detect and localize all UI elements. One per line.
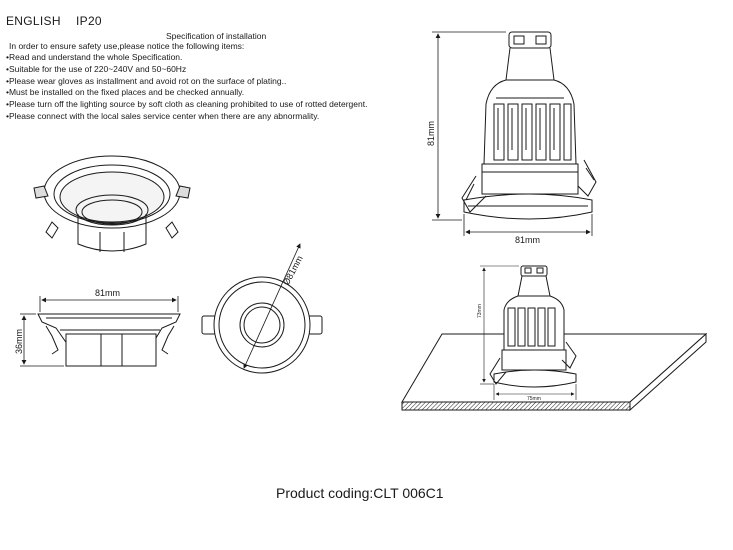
product-coding: Product coding:CLT 006C1 [276, 485, 444, 501]
side-width-dimension [463, 214, 593, 236]
side-view-with-lamp [461, 31, 597, 220]
install-height-label: 73mm [477, 304, 483, 318]
rule-item: •Please turn off the lighting source by … [6, 99, 368, 110]
perspective-ring-view [33, 155, 191, 252]
install-width-label: 75mm [527, 396, 541, 402]
rule-item: •Please wear gloves as installment and a… [6, 75, 287, 86]
side-height-dimension [432, 31, 506, 221]
top-view [201, 276, 323, 374]
rule-item: •Must be installed on the fixed places a… [6, 87, 245, 98]
side-width-label: 81mm [515, 235, 540, 245]
front-width-label: 81mm [95, 288, 120, 298]
language-label: ENGLISH [6, 14, 61, 28]
spec-intro: In order to ensure safety use,please not… [9, 41, 245, 51]
top-diameter-label: Ø81mm [281, 254, 305, 287]
front-height-label: 36mm [14, 329, 24, 354]
front-width-dimension [39, 296, 179, 312]
front-elevation-view [37, 313, 181, 367]
spec-rules: •Read and understand the whole Specifica… [6, 52, 367, 123]
install-width-dimension [493, 384, 577, 400]
rule-item: •Read and understand the whole Specifica… [6, 52, 183, 62]
top-diameter-dimension [243, 243, 301, 369]
rule-item: •Suitable for the use of 220~240V and 50… [6, 63, 187, 74]
installation-view [401, 265, 708, 412]
ip-rating: IP20 [76, 14, 102, 28]
rule-item: •Please connect with the local sales ser… [6, 110, 320, 121]
install-height-dimension [480, 265, 519, 385]
front-height-dimension [20, 313, 64, 367]
side-height-label: 81mm [426, 121, 436, 146]
spec-title: Specification of installation [166, 31, 267, 41]
